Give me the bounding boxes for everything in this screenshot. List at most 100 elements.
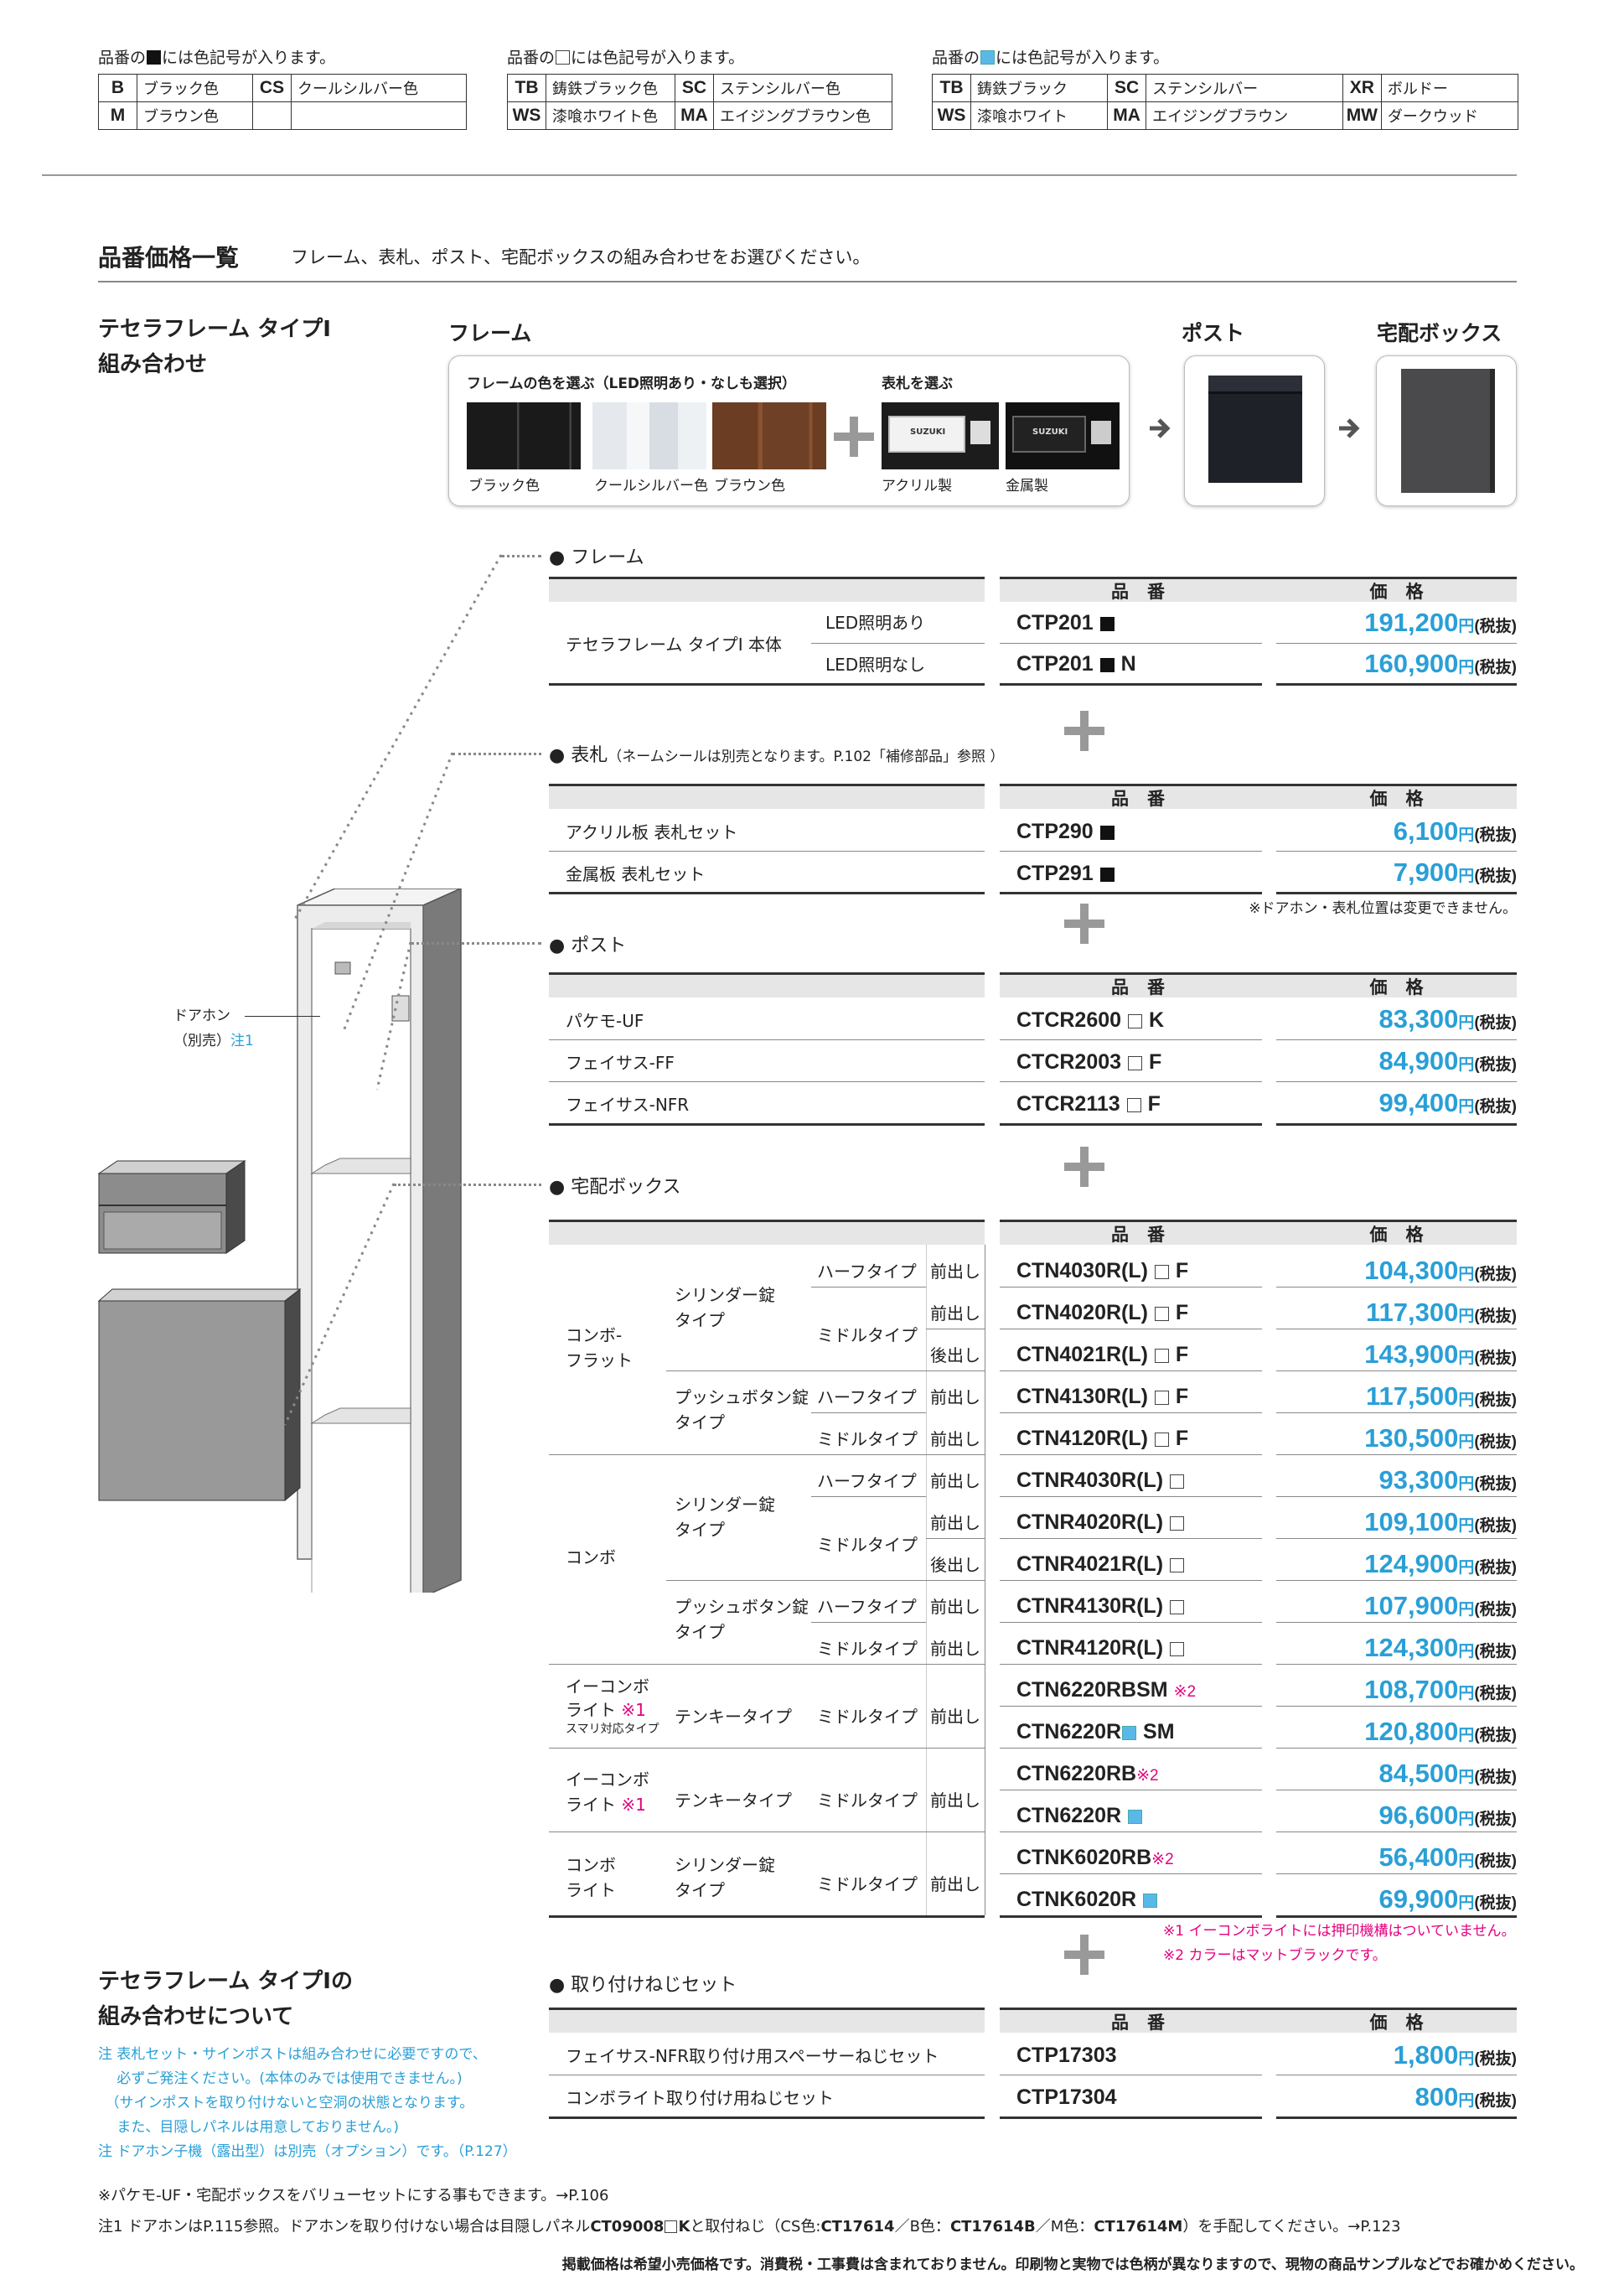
legend-3-title: 品番のには色記号が入ります。 [932, 49, 1170, 67]
push-2: プッシュボタン錠タイプ [675, 1597, 809, 1642]
doorphone-leader [245, 1016, 320, 1017]
post-price-3: 99,400円(税抜) [1378, 1088, 1518, 1117]
blue-swatch-icon [1122, 1726, 1137, 1740]
box-code-3: CTN4021R(L) F [1016, 1343, 1189, 1366]
box-row-line [1000, 1412, 1262, 1413]
front-1: 前出し [930, 1262, 980, 1282]
box-code-4: CTN4130R(L) F [1016, 1385, 1189, 1408]
box-code-16: CTNK6020R [1016, 1887, 1158, 1912]
box-price-3: 143,900円(税抜) [1364, 1339, 1517, 1369]
col-head-frame: フレーム [448, 321, 532, 345]
box-price-13: 84,500円(税抜) [1378, 1759, 1518, 1788]
screws-head-code: 品番 [1000, 2008, 1276, 2033]
box-row-line [1000, 1831, 1262, 1832]
legend-1-title: 品番のには色記号が入ります。 [98, 49, 336, 67]
cyl-3: シリンダー錠タイプ [675, 1855, 775, 1900]
group-econbo-light-smari: イーコンボ ライト ※1 スマリ対応タイプ [566, 1676, 659, 1736]
post-head-code: 品番 [1000, 972, 1276, 997]
box-code-6: CTNR4030R(L) [1016, 1468, 1185, 1493]
box-head-left [549, 1220, 985, 1245]
screws-code-2: CTP17304 [1016, 2085, 1117, 2109]
front-2: 前出し [930, 1303, 980, 1324]
half-1: ハーフタイプ [817, 1262, 917, 1282]
white-swatch-icon [1154, 1391, 1169, 1405]
post-price-2: 84,900円(税抜) [1378, 1046, 1518, 1075]
frame-head-code: 品番 [1000, 577, 1276, 602]
box-head-code: 品番 [1000, 1220, 1276, 1245]
box-price-15: 56,400円(税抜) [1378, 1842, 1518, 1872]
frame-sub-1: LED照明あり [825, 613, 926, 633]
box-price-2: 117,300円(税抜) [1365, 1298, 1517, 1327]
frame-head-left [549, 577, 985, 602]
box-row-line [1276, 1622, 1517, 1623]
post-code-1: CTCR2600 K [1016, 1008, 1165, 1032]
half-3: ハーフタイプ [817, 1471, 917, 1491]
box-code-13: CTN6220RB※2 [1016, 1762, 1159, 1785]
nameplate-footnote: ※ドアホン・表札位置は変更できません。 [1249, 900, 1517, 917]
box-row-line [1276, 1538, 1517, 1539]
white-swatch-icon [1154, 1433, 1169, 1447]
box-row-line [1000, 1496, 1262, 1497]
left-title: テセラフレーム タイプⅠ 組み合わせ [98, 317, 331, 377]
box-code-7: CTNR4020R(L) [1016, 1510, 1185, 1535]
plus-icon [834, 417, 874, 457]
box-price-7: 109,100円(税抜) [1364, 1507, 1517, 1536]
cyl-2: シリンダー錠タイプ [675, 1495, 775, 1540]
box-price-6: 93,300円(税抜) [1378, 1465, 1518, 1495]
box-code-11: CTN6220RBSM ※2 [1016, 1678, 1197, 1702]
white-swatch-icon [1169, 1642, 1184, 1656]
color-label-brown: ブラウン色 [714, 478, 785, 495]
black-frame-swatch [467, 402, 581, 469]
post-image [1208, 376, 1302, 483]
bottom-left-title: テセラフレーム タイプⅠの 組み合わせについて [98, 1969, 353, 2029]
metal-plate-image: SUZUKI [1006, 402, 1120, 469]
post-head-left [549, 972, 985, 997]
plate-label-acrylic: アクリル製 [882, 478, 953, 495]
frame-price-2: 160,900円(税抜) [1364, 649, 1517, 678]
nameplate-code-2: CTP291 [1016, 861, 1115, 886]
box-footnote-1: ※1 イーコンボライトには押印機構はついていません。 [1163, 1923, 1516, 1940]
white-swatch-icon [1154, 1307, 1169, 1321]
half-4: ハーフタイプ [817, 1597, 917, 1617]
screws-head-left [549, 2008, 985, 2033]
plus-icon [1064, 711, 1104, 751]
leader-frame [501, 555, 541, 557]
footer-note-1: ※パケモ-UF・宅配ボックスをバリューセットにする事もできます。→P.106 [98, 2187, 609, 2205]
black-swatch-icon [1099, 826, 1115, 840]
front-7: 前出し [930, 1597, 980, 1617]
white-swatch-icon [556, 50, 571, 65]
color-label-silver: クールシルバー色 [594, 478, 708, 495]
box-row-line [1276, 1664, 1517, 1665]
product-illustration [97, 889, 462, 1593]
box-code-9: CTNR4130R(L) [1016, 1593, 1185, 1619]
box-footnote-2: ※2 カラーはマットブラックです。 [1163, 1947, 1387, 1964]
white-swatch-icon [1126, 1098, 1141, 1112]
nameplate-head-price: 価格 [1276, 784, 1517, 809]
leader-box [394, 1184, 541, 1186]
box-price-1: 104,300円(税抜) [1364, 1256, 1517, 1285]
front-11: 前出し [930, 1874, 980, 1894]
divider [42, 174, 1517, 176]
middle-3: ミドルタイプ [817, 1535, 918, 1555]
frame-code-1: CTP201 [1016, 610, 1115, 635]
nameplate-label: 表札を選ぶ [882, 376, 953, 392]
front-6: 前出し [930, 1513, 980, 1533]
post-code-2: CTCR2003 F [1016, 1050, 1162, 1074]
col-head-post: ポスト [1182, 321, 1245, 345]
middle-4: ミドルタイプ [817, 1639, 918, 1659]
bullet-nameplate: ● 表札（ネームシールは別売となります。P.102「補修部品」参照 ） [549, 745, 1005, 766]
black-swatch-icon [1099, 617, 1115, 631]
white-swatch-icon [1128, 1014, 1143, 1028]
doorphone-label: ドアホン （別売）注1 [173, 1008, 254, 1049]
footer-note-3: 掲載価格は希望小売価格です。消費税・工事費は含まれておりません。印刷物と実物では… [561, 2256, 1584, 2273]
blue-swatch-icon [1143, 1894, 1158, 1908]
front-4: 前出し [930, 1429, 980, 1449]
nameplate-code-1: CTP290 [1016, 819, 1115, 844]
frame-code-2: CTP201 N [1016, 652, 1136, 676]
nameplate-name-1: アクリル板 表札セット [566, 822, 738, 842]
box-price-9: 107,900円(税抜) [1364, 1591, 1517, 1620]
box-row-line [1000, 1748, 1262, 1749]
box-price-10: 124,300円(税抜) [1364, 1633, 1517, 1662]
bullet-frame: ● フレーム [549, 547, 644, 568]
